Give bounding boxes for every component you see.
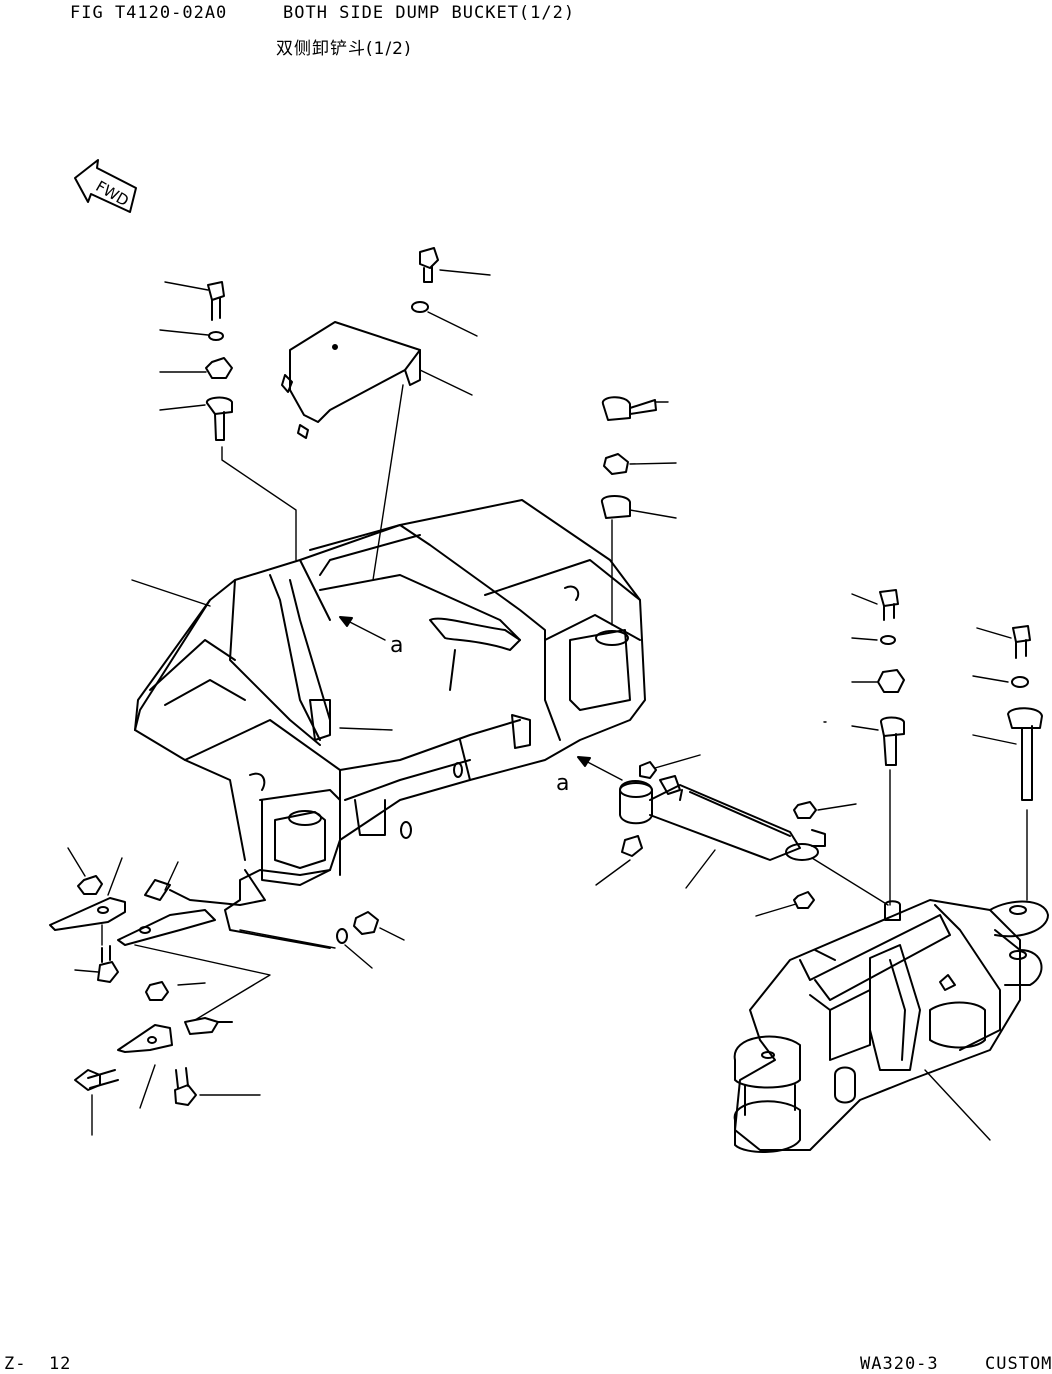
cover-plate <box>281 321 473 581</box>
hinge-assembly <box>733 899 1049 1153</box>
figure-title-chinese: 双侧卸铲斗(1/2) <box>276 39 412 59</box>
lower-left-parts <box>49 847 405 1136</box>
fwd-arrow-icon: FWD <box>74 159 137 213</box>
catalog-label: CUSTOM <box>985 1354 1052 1374</box>
svg-text:a: a <box>556 771 569 796</box>
tilt-cylinder-rod <box>595 754 889 906</box>
figure-id: FIG T4120-02A0 <box>70 3 228 23</box>
page-number: Z- 12 <box>4 1354 72 1374</box>
top-right-mount-stack <box>601 396 677 626</box>
right-pin-stack <box>851 589 905 906</box>
frame-leader-lines <box>131 579 827 731</box>
view-marker-a-lower: a <box>556 756 623 796</box>
svg-text:a: a <box>390 633 403 658</box>
far-right-pin-stack <box>972 625 1043 901</box>
figure-title: BOTH SIDE DUMP BUCKET(1/2) <box>283 3 576 23</box>
rod-nuts <box>755 801 857 917</box>
machine-model: WA320-3 <box>860 1354 939 1374</box>
top-center-bolt <box>411 247 491 337</box>
bucket-frame <box>134 499 646 949</box>
top-left-fastener-stack <box>159 281 297 561</box>
view-marker-a-upper: a <box>339 616 403 658</box>
